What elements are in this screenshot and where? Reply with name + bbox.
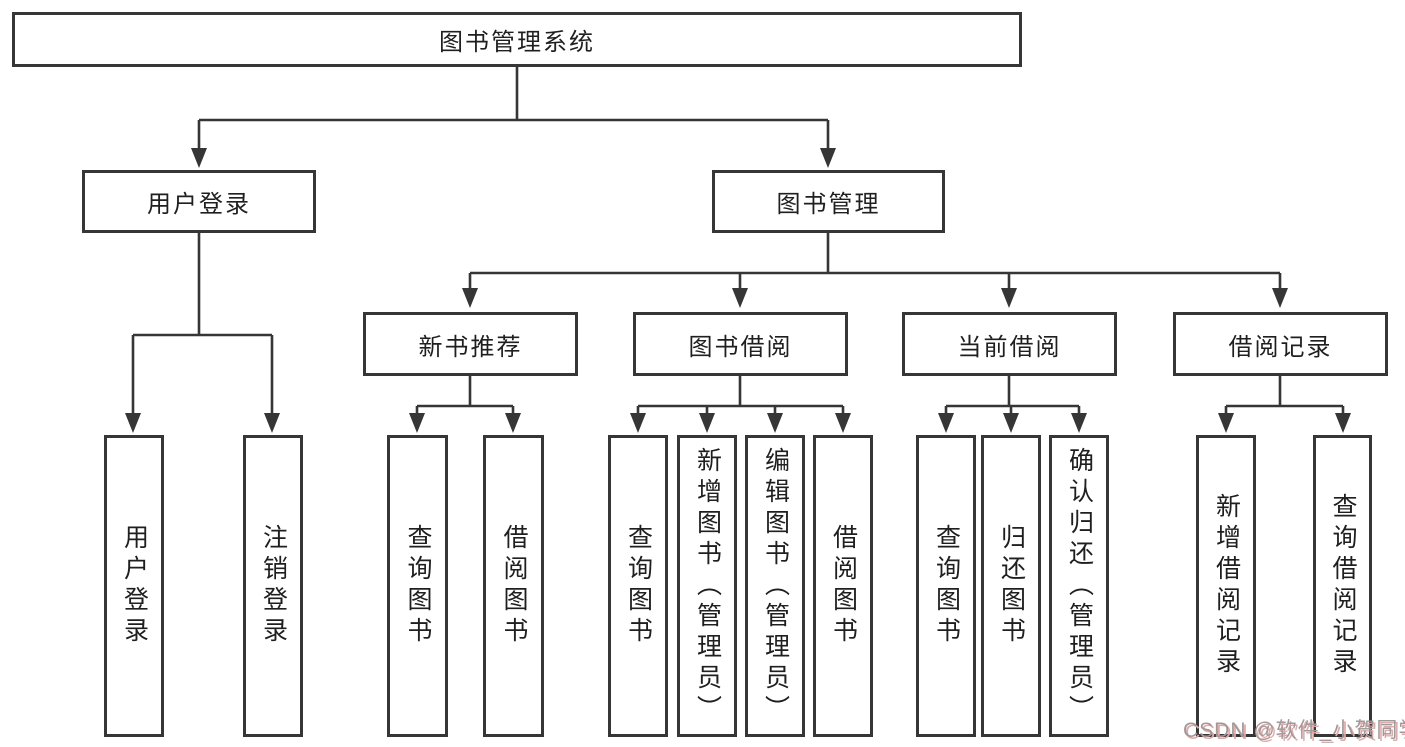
arrowheads — [125, 148, 1351, 433]
leaf-recommend-borrow-books: 借阅图书 — [483, 435, 544, 737]
node-current-borrow-label: 当前借阅 — [957, 333, 1062, 361]
node-book-management: 图书管理 — [712, 170, 945, 233]
node-current-borrow: 当前借阅 — [902, 312, 1117, 376]
node-borrow-records: 借阅记录 — [1173, 312, 1388, 376]
leaf-edit-book-admin: 编辑图书（管理员） — [745, 435, 805, 737]
node-root: 图书管理系统 — [12, 12, 1022, 67]
leaf-add-book-admin: 新增图书（管理员） — [677, 435, 737, 737]
leaf-borrow-books-label: 借阅图书 — [829, 524, 858, 648]
leaf-borrow-query-books: 查询图书 — [608, 435, 668, 737]
node-user-login-label: 用户登录 — [147, 191, 251, 218]
node-book-management-label: 图书管理 — [776, 191, 881, 218]
leaf-add-borrow-record-label: 新增借阅记录 — [1212, 493, 1241, 679]
node-book-borrow: 图书借阅 — [633, 312, 848, 376]
leaf-confirm-return-admin: 确认归还（管理员） — [1049, 435, 1109, 737]
leaf-add-borrow-record: 新增借阅记录 — [1196, 435, 1256, 737]
leaf-edit-book-admin-label: 编辑图书（管理员） — [761, 446, 790, 726]
leaf-logout: 注销登录 — [243, 435, 303, 737]
leaf-query-borrow-record: 查询借阅记录 — [1313, 435, 1372, 737]
leaf-return-book-label: 归还图书 — [997, 524, 1026, 648]
leaf-add-book-admin-label: 新增图书（管理员） — [693, 446, 722, 726]
leaf-recommend-query-books: 查询图书 — [387, 435, 448, 737]
leaf-confirm-return-admin-label: 确认归还（管理员） — [1065, 446, 1094, 726]
leaf-recommend-query-books-label: 查询图书 — [404, 524, 432, 648]
leaf-current-query-books-label: 查询图书 — [932, 524, 961, 648]
node-new-book-recommend: 新书推荐 — [363, 312, 578, 376]
node-book-borrow-label: 图书借阅 — [688, 333, 793, 361]
leaf-logout-label: 注销登录 — [259, 524, 288, 648]
node-borrow-records-label: 借阅记录 — [1228, 333, 1333, 361]
leaf-query-borrow-record-label: 查询借阅记录 — [1329, 493, 1357, 679]
leaf-borrow-query-books-label: 查询图书 — [624, 524, 653, 648]
leaf-recommend-borrow-books-label: 借阅图书 — [500, 524, 528, 648]
leaf-current-query-books: 查询图书 — [916, 435, 976, 737]
watermark: CSDN @软件_小贺同学 — [1183, 719, 1405, 742]
node-new-book-recommend-label: 新书推荐 — [418, 333, 523, 361]
leaf-user-login: 用户登录 — [104, 435, 164, 737]
node-user-login: 用户登录 — [82, 170, 316, 233]
node-root-label: 图书管理系统 — [439, 29, 595, 56]
leaf-return-book: 归还图书 — [981, 435, 1041, 737]
leaf-borrow-books: 借阅图书 — [813, 435, 873, 737]
leaf-user-login-label: 用户登录 — [120, 524, 149, 648]
